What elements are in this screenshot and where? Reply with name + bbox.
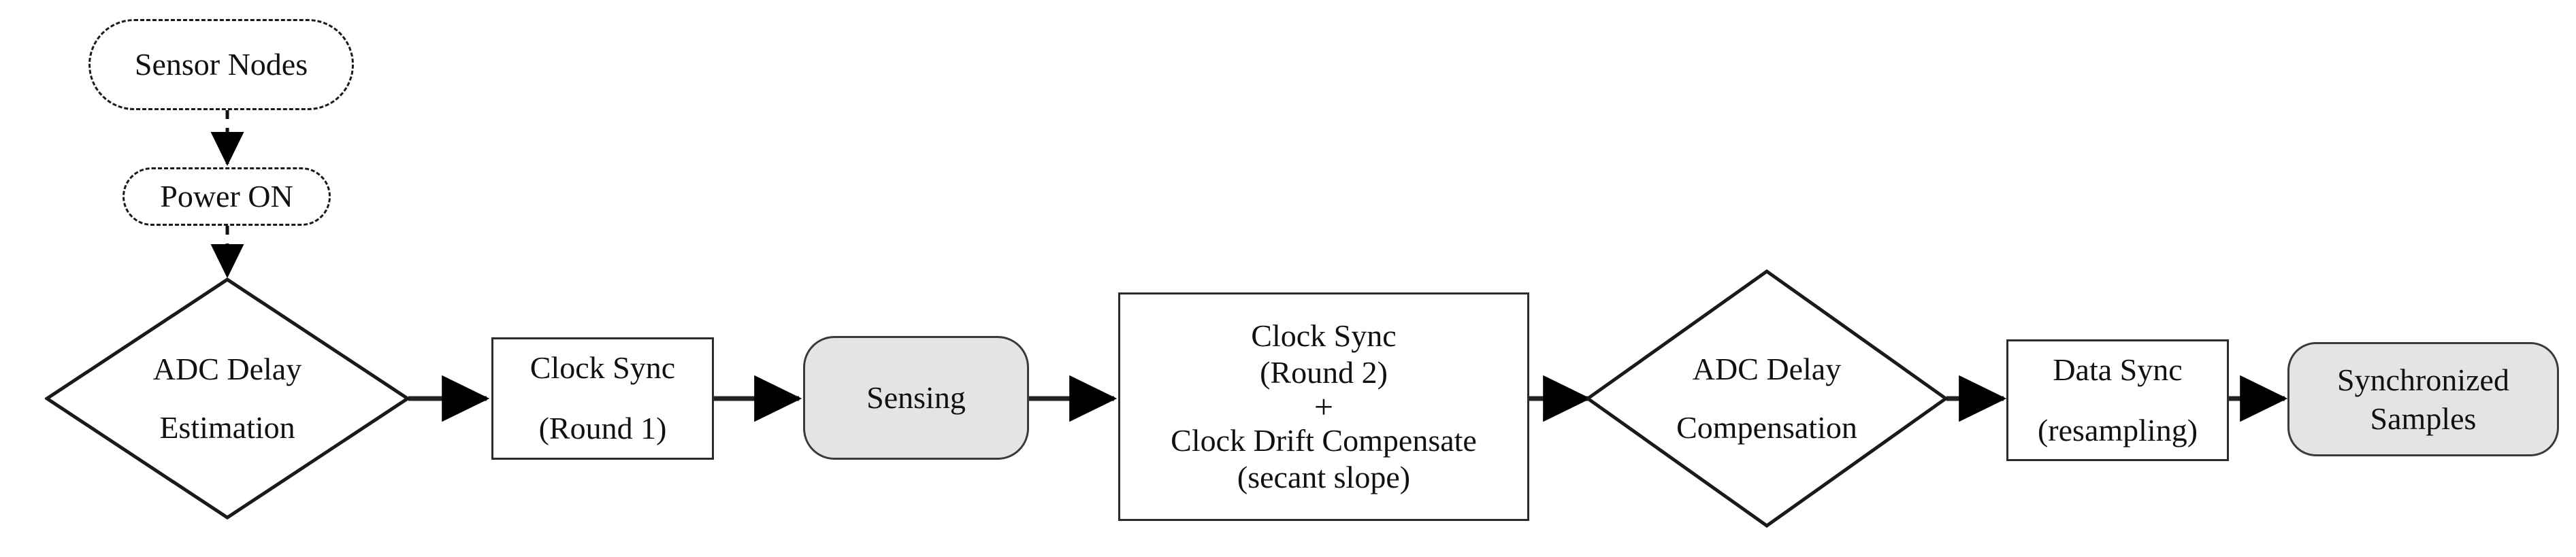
node-data-sync[interactable]: Data Sync (resampling) — [2006, 339, 2229, 461]
node-power-on[interactable]: Power ON — [123, 167, 331, 226]
clock-sync-round-2-label-line-4: Clock Drift Compensate — [1171, 422, 1477, 458]
synchronized-samples-label-line-2: Samples — [2370, 401, 2477, 436]
data-sync-label-line-1: Data Sync — [2053, 352, 2183, 387]
data-sync-label-line-2: (resampling) — [2037, 412, 2198, 448]
clock-sync-round-1-label-line-2: (Round 1) — [538, 411, 667, 445]
node-sensor-nodes-label: Sensor Nodes — [134, 46, 308, 82]
clock-sync-round-2-label-line-5: (secant slope) — [1237, 459, 1411, 494]
synchronized-samples-label-line-1: Synchronized — [2337, 362, 2509, 397]
adc-delay-estimation-shape — [45, 277, 410, 520]
node-power-on-label: Power ON — [160, 178, 293, 214]
node-sensing-label: Sensing — [866, 379, 966, 415]
node-clock-sync-round-2[interactable]: Clock Sync (Round 2) + Clock Drift Compe… — [1118, 292, 1529, 521]
clock-sync-round-2-label-line-1: Clock Sync — [1251, 318, 1397, 353]
node-sensing[interactable]: Sensing — [803, 336, 1029, 460]
node-synchronized-samples[interactable]: Synchronized Samples — [2287, 342, 2559, 456]
adc-delay-compensation-shape — [1586, 269, 1948, 528]
clock-sync-round-1-label-line-1: Clock Sync — [529, 350, 676, 386]
node-adc-delay-compensation[interactable]: ADC Delay Compensation — [1586, 269, 1948, 528]
node-clock-sync-round-1[interactable]: Clock Sync (Round 1) — [491, 337, 714, 460]
node-adc-delay-estimation[interactable]: ADC Delay Estimation — [45, 277, 410, 520]
node-sensor-nodes[interactable]: Sensor Nodes — [88, 19, 354, 110]
clock-sync-round-2-label-line-2: (Round 2) — [1260, 355, 1388, 390]
clock-sync-round-2-plus-symbol: + — [1314, 387, 1334, 426]
